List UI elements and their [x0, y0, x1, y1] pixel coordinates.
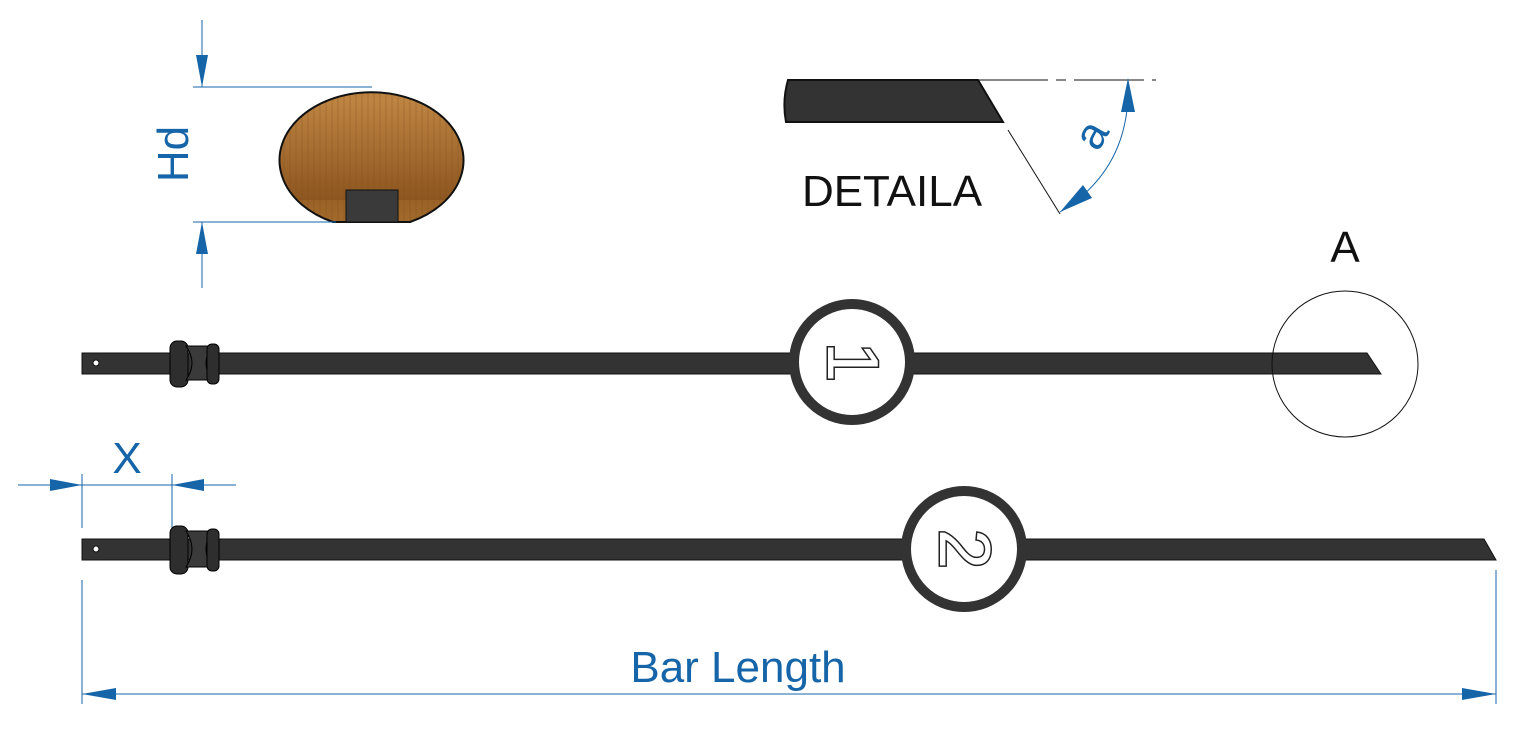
bar-2-knob: [169, 525, 220, 575]
handle-cross-section: [278, 91, 465, 223]
wood-handle-section: [278, 91, 465, 223]
detail-a-marker: A: [1271, 223, 1419, 438]
bar-2-body: [81, 538, 1497, 561]
detail-a-label: A: [1330, 223, 1360, 272]
bar-2: 2: [81, 486, 1497, 612]
detail-caption: DETAILA: [802, 167, 983, 216]
detail-a-view: a DETAILA: [783, 78, 1156, 216]
bar-1-badge-ring: [789, 299, 915, 425]
bar-2-badge-ring: [901, 486, 1027, 612]
bar-slot: [345, 189, 399, 223]
bar-1-knob: [169, 340, 220, 388]
bar-1-hole: [92, 359, 100, 367]
bar-1-badge-number: 1: [812, 342, 892, 382]
x-dimension: X: [18, 434, 236, 528]
angle-label: a: [1064, 111, 1119, 157]
detail-a-circle: [1271, 290, 1419, 438]
bar-2-badge-number: 2: [924, 529, 1004, 569]
x-left-arrow: [50, 479, 82, 491]
hd-top-arrow: [196, 55, 208, 87]
length-left-arrow: [82, 688, 116, 700]
bar-1: 1: [81, 299, 1382, 425]
x-right-arrow: [172, 479, 204, 491]
bar-length-dimension: Bar Length: [81, 570, 1497, 704]
angle-arrow-top: [1121, 78, 1135, 112]
x-label: X: [112, 434, 141, 483]
angle-arrow-bottom: [1060, 185, 1092, 212]
length-right-arrow: [1462, 688, 1496, 700]
hd-label: Hd: [149, 126, 198, 182]
hd-dimension: Hd: [149, 20, 372, 288]
bar-tip-detail: [783, 79, 1005, 123]
bar-2-hole: [92, 545, 100, 553]
hd-bottom-arrow: [196, 222, 208, 254]
bar-length-label: Bar Length: [630, 643, 845, 692]
bar-1-body: [81, 352, 1382, 375]
